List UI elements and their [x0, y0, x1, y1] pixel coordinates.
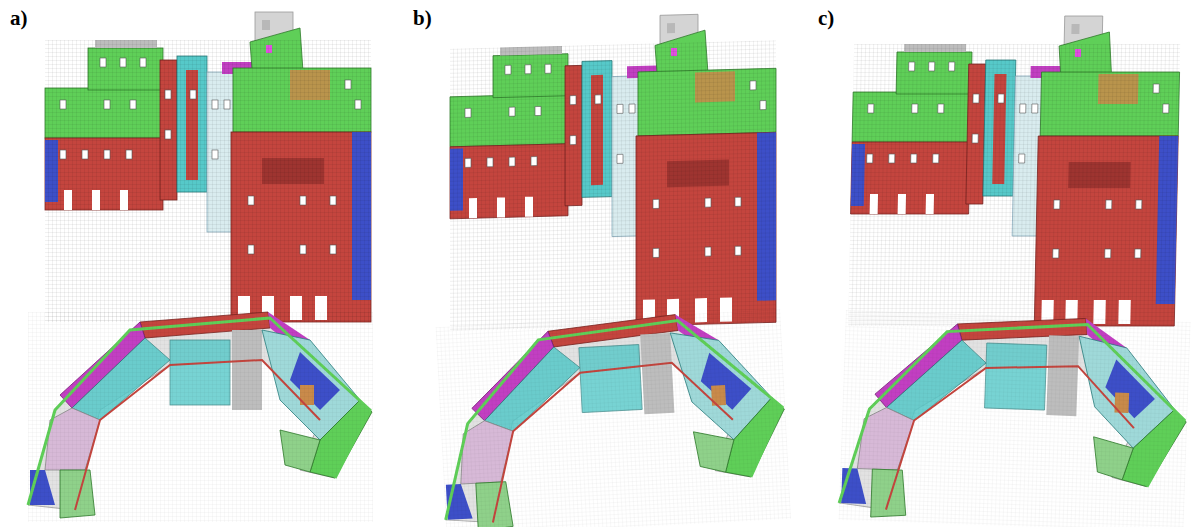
panel-a	[28, 12, 373, 522]
panel-label: c)	[818, 8, 834, 29]
panel-b	[436, 12, 792, 527]
panel-label: a)	[10, 8, 28, 29]
panel-label: b)	[413, 8, 432, 29]
panel-c	[839, 16, 1191, 527]
